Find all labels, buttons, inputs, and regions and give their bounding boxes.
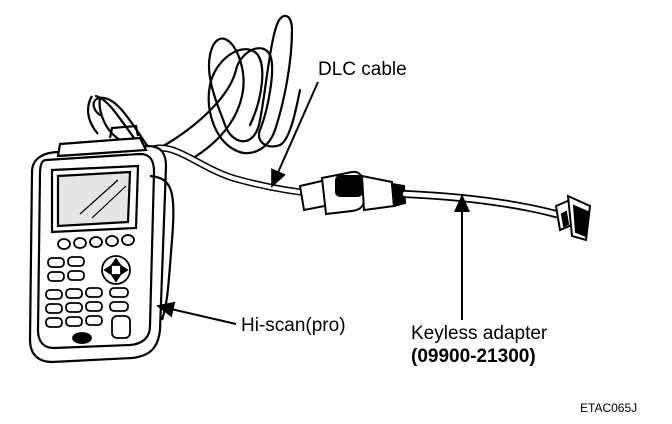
keyless-adapter-icon <box>554 194 592 242</box>
keyless-adapter-part-number: (09900-21300) <box>411 346 536 367</box>
figure-code: ETAC065J <box>580 401 638 415</box>
dlc-cable <box>92 96 322 198</box>
adapter-cable <box>401 190 564 219</box>
dlc-connector <box>298 170 407 216</box>
hi-scan-label: Hi-scan(pro) <box>241 315 346 336</box>
keyless-adapter-label: Keyless adapter <box>411 323 548 344</box>
hi-scan-device-icon <box>28 95 175 364</box>
dlc-cable-label: DLC cable <box>318 59 407 80</box>
leader-arrow-icon <box>156 81 470 325</box>
device-keypad <box>45 234 135 344</box>
cable-coil <box>94 14 302 162</box>
